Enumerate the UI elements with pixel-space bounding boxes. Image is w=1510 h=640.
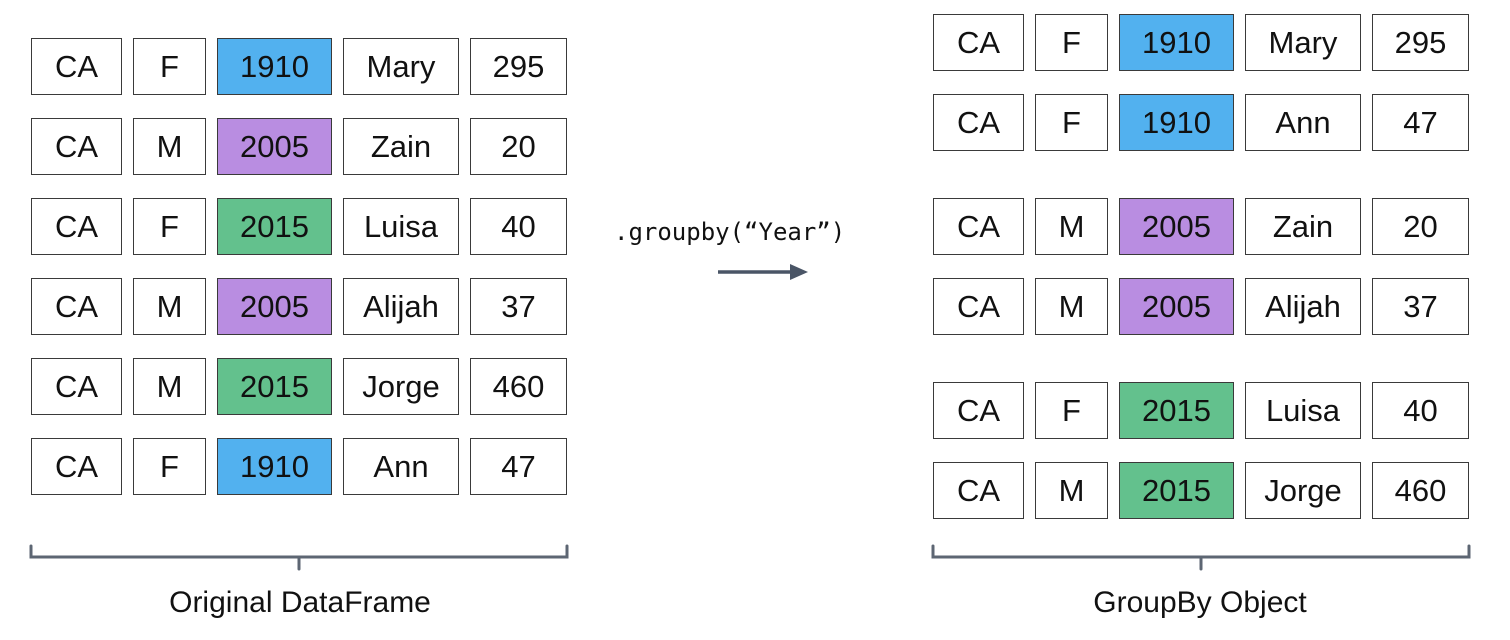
state-cell: CA (31, 38, 122, 95)
count-cell: 460 (1372, 462, 1469, 519)
groupby-arrow (718, 264, 808, 280)
name-cell: Alijah (343, 278, 459, 335)
sex-cell: M (133, 358, 206, 415)
count-cell: 40 (1372, 382, 1469, 439)
state-cell: CA (933, 462, 1024, 519)
year-cell: 2005 (217, 278, 332, 335)
state-cell: CA (31, 198, 122, 255)
name-cell: Zain (1245, 198, 1361, 255)
year-cell: 2005 (1119, 198, 1234, 255)
year-cell: 2015 (1119, 382, 1234, 439)
name-cell: Ann (1245, 94, 1361, 151)
name-cell: Alijah (1245, 278, 1361, 335)
count-cell: 295 (1372, 14, 1469, 71)
sex-cell: F (133, 38, 206, 95)
name-cell: Mary (1245, 14, 1361, 71)
year-cell: 1910 (1119, 14, 1234, 71)
sex-cell: F (133, 198, 206, 255)
count-cell: 460 (470, 358, 567, 415)
original-bracket-line (29, 544, 569, 559)
state-cell: CA (31, 278, 122, 335)
sex-cell: F (1035, 14, 1108, 71)
count-cell: 47 (1372, 94, 1469, 151)
year-cell: 1910 (217, 38, 332, 95)
count-cell: 20 (1372, 198, 1469, 255)
arrow-head (790, 264, 808, 280)
year-cell: 1910 (217, 438, 332, 495)
sex-cell: M (1035, 278, 1108, 335)
year-cell: 2015 (1119, 462, 1234, 519)
count-cell: 37 (470, 278, 567, 335)
name-cell: Jorge (343, 358, 459, 415)
sex-cell: F (1035, 94, 1108, 151)
state-cell: CA (31, 118, 122, 175)
state-cell: CA (933, 198, 1024, 255)
groupby-caption: GroupBy Object (1093, 586, 1307, 619)
count-cell: 20 (470, 118, 567, 175)
original-bracket (29, 544, 569, 571)
count-cell: 37 (1372, 278, 1469, 335)
sex-cell: M (133, 118, 206, 175)
year-cell: 2015 (217, 198, 332, 255)
year-cell: 2005 (1119, 278, 1234, 335)
name-cell: Luisa (1245, 382, 1361, 439)
name-cell: Jorge (1245, 462, 1361, 519)
year-cell: 1910 (1119, 94, 1234, 151)
name-cell: Mary (343, 38, 459, 95)
state-cell: CA (933, 382, 1024, 439)
state-cell: CA (933, 278, 1024, 335)
name-cell: Luisa (343, 198, 459, 255)
groupby-bracket (931, 544, 1471, 571)
state-cell: CA (933, 94, 1024, 151)
sex-cell: F (1035, 382, 1108, 439)
name-cell: Ann (343, 438, 459, 495)
count-cell: 295 (470, 38, 567, 95)
sex-cell: M (1035, 198, 1108, 255)
state-cell: CA (933, 14, 1024, 71)
state-cell: CA (31, 438, 122, 495)
count-cell: 47 (470, 438, 567, 495)
year-cell: 2015 (217, 358, 332, 415)
sex-cell: M (1035, 462, 1108, 519)
groupby-bracket-line (931, 544, 1471, 559)
year-cell: 2005 (217, 118, 332, 175)
state-cell: CA (31, 358, 122, 415)
count-cell: 40 (470, 198, 567, 255)
original-caption: Original DataFrame (169, 586, 431, 619)
sex-cell: F (133, 438, 206, 495)
name-cell: Zain (343, 118, 459, 175)
sex-cell: M (133, 278, 206, 335)
operation-label: .groupby(“Year”) (614, 218, 846, 246)
